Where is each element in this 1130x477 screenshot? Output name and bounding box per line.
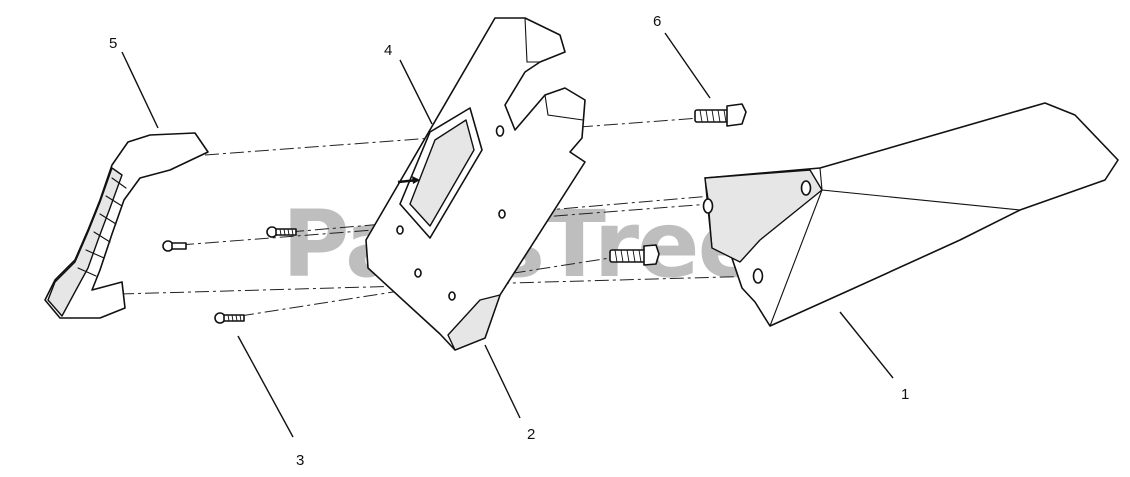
decal-panel [409, 119, 475, 227]
callout-4: 4 [384, 42, 392, 59]
handle-grip-ribs [77, 177, 127, 277]
part-1-deflector [702, 102, 1119, 327]
deflector-hole-lower [752, 268, 764, 284]
bolt-head-icon [726, 103, 747, 127]
leader-2 [484, 344, 521, 419]
part-3-screw [214, 312, 245, 324]
assembly-line-screw-upper [179, 203, 711, 246]
deflector-hole-upper [702, 198, 714, 214]
deflector-edge [769, 189, 823, 327]
bolt-lower-head-icon [643, 244, 660, 266]
plate-hole-top [495, 125, 505, 137]
part-2-mounting-plate [365, 17, 586, 351]
part-4-decal [397, 107, 483, 239]
plate-tab-bend [544, 94, 584, 121]
leader-1 [839, 311, 894, 379]
leader-lines [121, 32, 894, 438]
callout-3: 3 [296, 452, 304, 469]
leader-5 [121, 51, 159, 129]
part-6-bolt-upper [694, 103, 747, 127]
screw-mid-shank [275, 228, 297, 236]
screw-3-shank [223, 314, 245, 322]
deflector-hole-right [800, 180, 812, 196]
bolt-lower [609, 244, 660, 266]
plate-top-bend [524, 17, 541, 63]
leader-6 [664, 32, 711, 99]
callout-6: 6 [653, 13, 661, 30]
callout-5: 5 [109, 35, 117, 52]
screw-mid [266, 226, 297, 238]
plate-hole-left [396, 225, 404, 235]
plate-bottom-flange [447, 294, 501, 351]
plate-hole-bottom [448, 291, 456, 301]
deflector-edge-left [704, 177, 713, 249]
screw-upper-left [162, 240, 187, 252]
plate-body [365, 17, 586, 351]
decal-arrowhead-icon [412, 176, 420, 184]
handle-grip-face [47, 167, 123, 317]
callout-1: 1 [901, 386, 909, 403]
plate-hole-lower [414, 268, 422, 278]
plate-hole-center [498, 209, 506, 219]
part-5-handle [44, 132, 209, 319]
leader-4 [399, 59, 433, 125]
callout-2: 2 [527, 426, 535, 443]
screw-shank [171, 242, 187, 250]
leader-3 [237, 335, 294, 438]
callout-labels: 1 2 3 4 5 6 [109, 13, 909, 469]
assembly-line-handle-top [204, 117, 701, 156]
